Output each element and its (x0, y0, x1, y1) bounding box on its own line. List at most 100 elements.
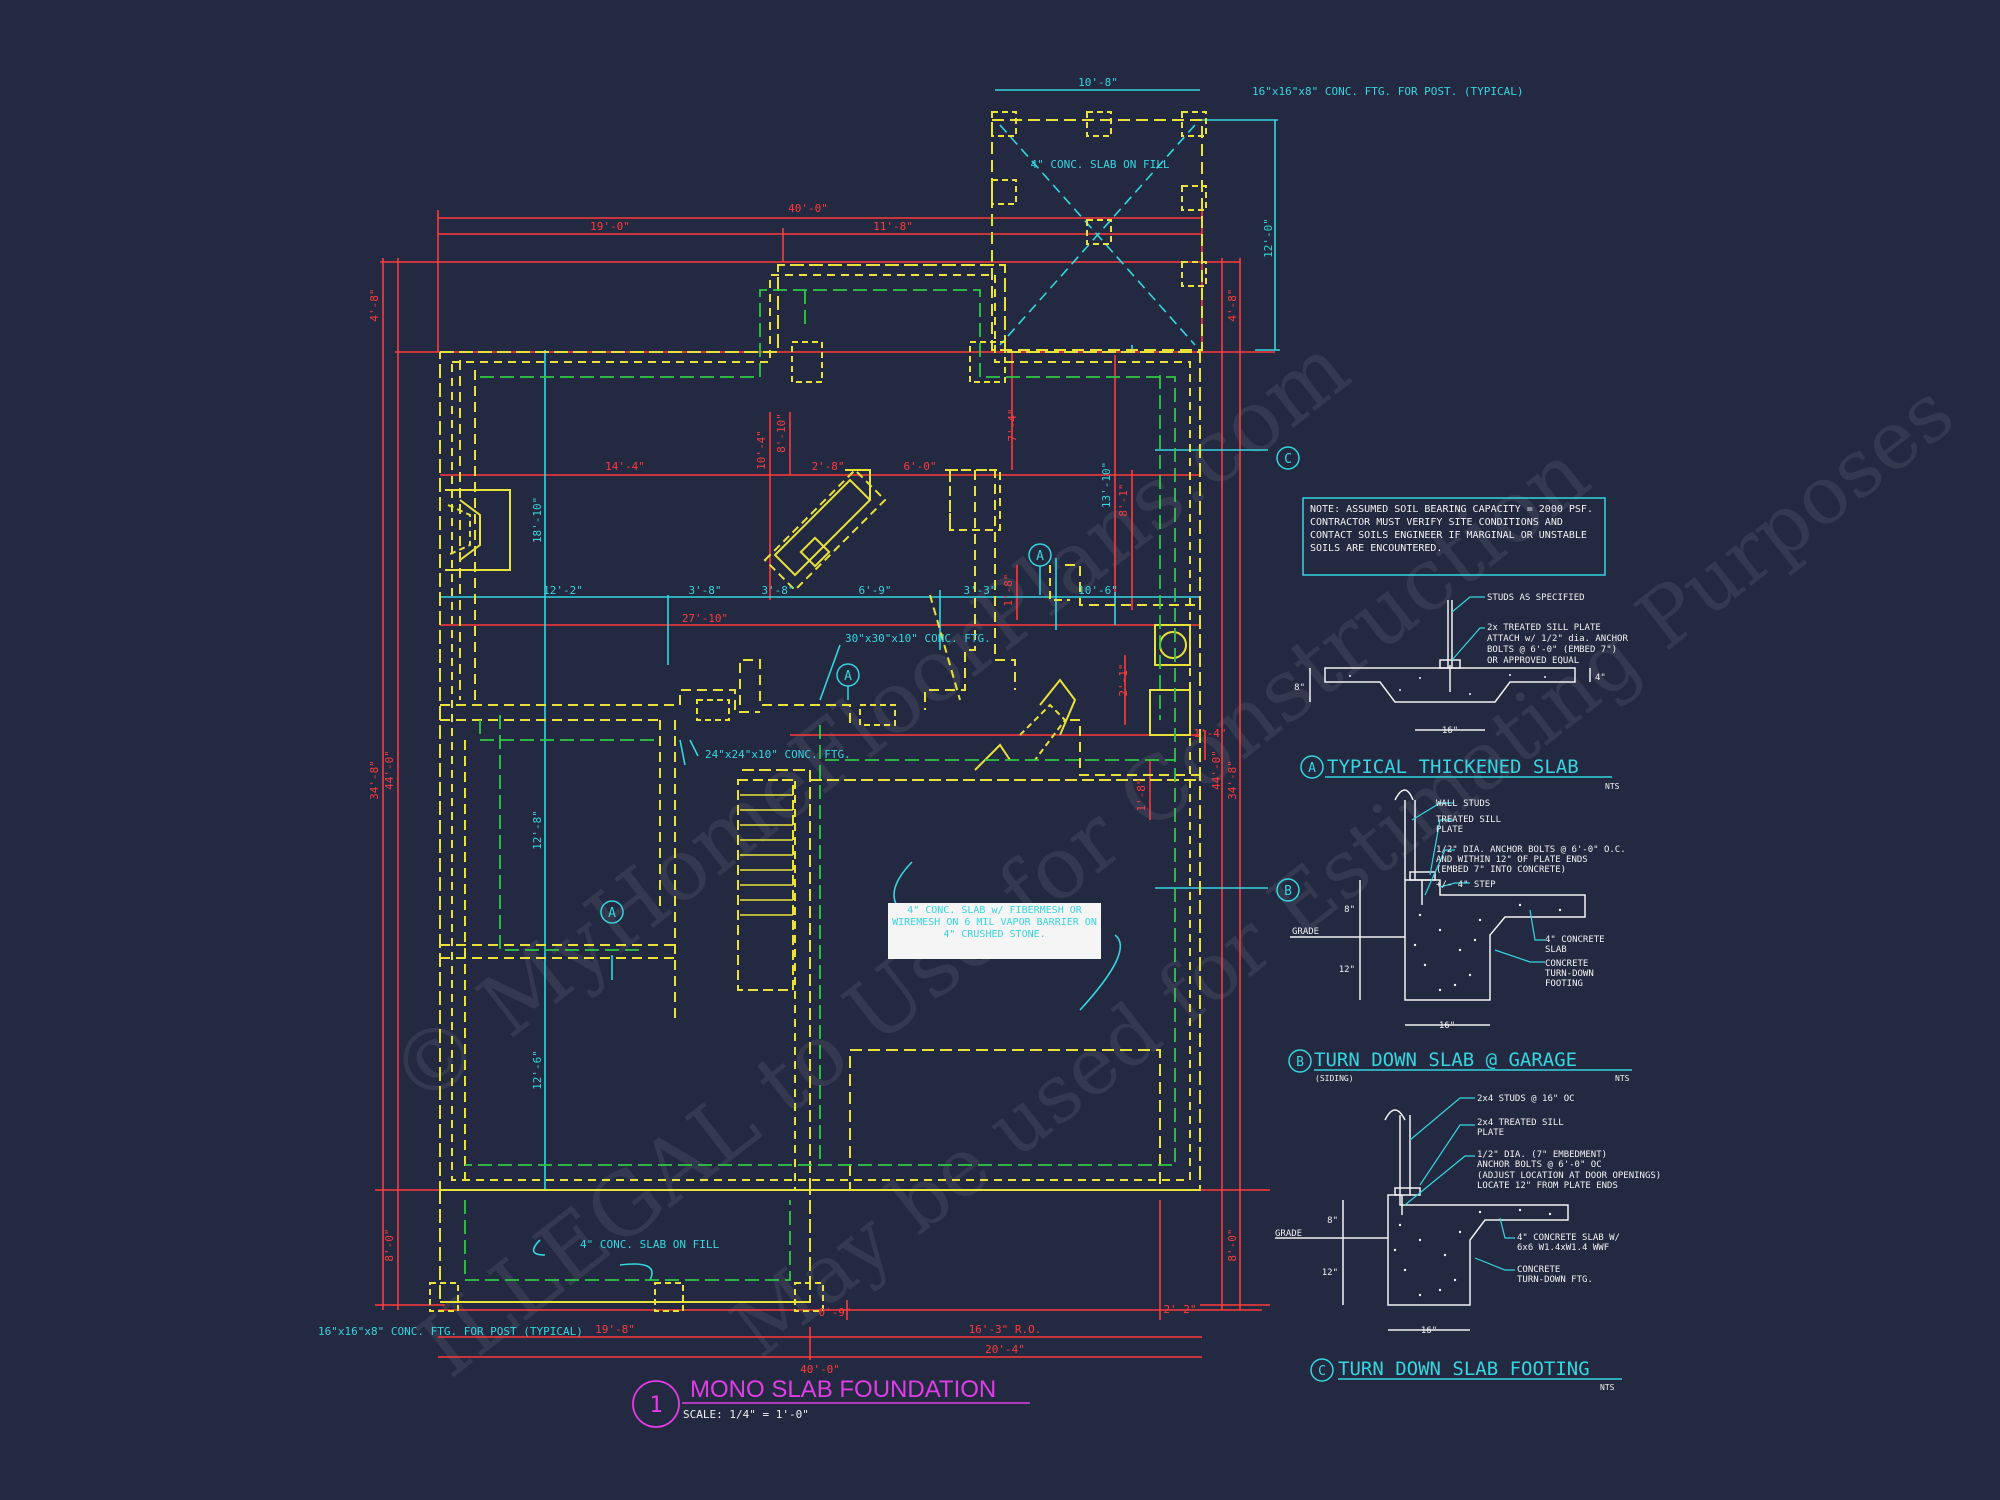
detail-b-note-8: SLAB (1545, 945, 1567, 955)
dim-row-27: 27'-10" (682, 612, 728, 625)
soil-note-text: NOTE: ASSUMED SOIL BEARING CAPACITY = 20… (1310, 504, 1593, 554)
detail-c-note-3: 1/2" DIA. (7" EMBEDMENT) (1477, 1150, 1607, 1160)
marker-a-1: A (1036, 549, 1044, 564)
dim-right-lower: 8'-0" (1226, 1228, 1239, 1261)
detail-c-note-2: PLATE (1477, 1128, 1504, 1138)
detail-a-dim-4: 4" (1595, 673, 1606, 683)
stair-treads (740, 794, 793, 916)
note-porch-slab: 4" CONC. SLAB ON FILL (1030, 158, 1169, 171)
dim-v-13-10: 13'-10" (1100, 462, 1113, 508)
foundation-walls (439, 119, 1203, 1303)
main-slab-note: 4" CONC. SLAB w/ FIBERMESH OR WIREMESH O… (888, 903, 1101, 959)
detail-c-letter: C (1318, 1364, 1326, 1379)
dim-v-10-4: 10'-4" (755, 430, 768, 470)
detail-b-grade: GRADE (1292, 927, 1319, 937)
note-post-ftg-bottom: 16"x16"x8" CONC. FTG. FOR POST (TYPICAL) (318, 1325, 583, 1338)
dim-v-12-8: 12'-8" (531, 810, 544, 850)
dim-v-2-1: 2'-1" (1117, 663, 1130, 696)
dim-bottom-40: 40'-0" (800, 1363, 840, 1376)
dim-v-12-6: 12'-6" (531, 1050, 544, 1090)
note-slab-fill-bottom: 4" CONC. SLAB ON FILL (580, 1238, 719, 1251)
detail-a-note-2: ATTACH w/ 1/2" dia. ANCHOR (1487, 634, 1628, 644)
dim-overall-top: 40'-0" (788, 202, 828, 215)
dim-bottom-19: 19'-8" (595, 1323, 635, 1336)
dim-v-2-3: 1'-8" (1002, 573, 1015, 606)
dim-mid-6: 6'-0" (903, 460, 936, 473)
detail-a-note-0: STUDS AS SPECIFIED (1487, 593, 1585, 603)
detail-b: WALL STUDS TREATED SILL PLATE 1/2" DIA. … (1288, 789, 1632, 1083)
detail-c-note-5: (ADJUST LOCATION AT DOOR OPENINGS) (1477, 1171, 1661, 1181)
dim-v-8-1: 8'-1" (1117, 483, 1130, 516)
detail-c-note-7: 4" CONCRETE SLAB W/ (1517, 1233, 1620, 1243)
dim-v-1-8: 1'-8" (1135, 778, 1148, 811)
dim-bottom-16: 16'-3" R.O. (969, 1323, 1042, 1336)
note-ftg-30: 30"x30"x10" CONC. FTG. (845, 632, 991, 645)
detail-c-grade: GRADE (1275, 1229, 1302, 1239)
dim-right-44: 44'-0" (1210, 750, 1223, 790)
detail-a-note-1: 2x TREATED SILL PLATE (1487, 623, 1601, 633)
detail-a: STUDS AS SPECIFIED 2x TREATED SILL PLATE… (1294, 593, 1628, 791)
detail-b-dim-16: 16" (1439, 1021, 1455, 1031)
detail-c-note-4: ANCHOR BOLTS @ 6'-0" OC (1477, 1160, 1602, 1170)
drawing-scale: SCALE: 1/4" = 1'-0" (683, 1408, 809, 1421)
detail-c-dim-16: 16" (1421, 1326, 1437, 1336)
detail-b-note-1: TREATED SILL (1436, 815, 1501, 825)
marker-a-3: A (608, 906, 616, 921)
dim-row-3-8b: 3'-8" (761, 584, 794, 597)
dim-porch-depth: 12'-0" (1262, 218, 1275, 258)
slab-inner-edges (464, 289, 1176, 1281)
dim-mid-14: 14'-4" (605, 460, 645, 473)
detail-a-note-3: BOLTS @ 6'-0" (EMBED 7") (1487, 645, 1617, 655)
marker-b: B (1284, 884, 1292, 899)
dim-v-7-4: 7'-4" (1006, 408, 1019, 441)
detail-c-note-0: 2x4 STUDS @ 16" OC (1477, 1094, 1575, 1104)
detail-b-note-3: 1/2" DIA. ANCHOR BOLTS @ 6'-0" O.C. (1436, 845, 1626, 855)
marker-a-2: A (844, 669, 852, 684)
dim-porch-width: 10'-8" (1078, 76, 1118, 89)
dim-row-3-8a: 3'-8" (688, 584, 721, 597)
detail-b-nts: NTS (1615, 1074, 1630, 1083)
dim-right-top: 11'-8" (873, 220, 913, 233)
main-slab-text: 4" CONC. SLAB w/ FIBERMESH OR WIREMESH O… (892, 905, 1097, 940)
detail-c: 2x4 STUDS @ 16" OC 2x4 TREATED SILL PLAT… (1275, 1094, 1661, 1392)
detail-c-dim-8: 8" (1327, 1216, 1338, 1226)
dim-left-lower: 8'-0" (383, 1228, 396, 1261)
dim-right-overall: 34'-8" (1226, 760, 1239, 800)
dim-bottom-2: 2'-2" (1163, 1303, 1196, 1316)
dim-right-upper: 4'-8" (1226, 288, 1239, 321)
dim-bottom-0-9: 0'-9" (818, 1306, 851, 1319)
detail-b-note-11: FOOTING (1545, 979, 1583, 989)
detail-c-note-1: 2x4 TREATED SILL (1477, 1118, 1564, 1128)
dim-bottom-20: 20'-4" (985, 1343, 1025, 1356)
note-post-ftg-top: 16"x16"x8" CONC. FTG. FOR POST. (TYPICAL… (1252, 85, 1524, 98)
detail-a-letter: A (1308, 761, 1316, 776)
detail-c-dim-12: 12" (1322, 1268, 1338, 1278)
detail-c-note-6: LOCATE 12" FROM PLATE ENDS (1477, 1181, 1618, 1191)
dim-row-10-6: 10'-6" (1078, 584, 1118, 597)
dim-left-upper: 4'-8" (368, 288, 381, 321)
drawing-title: MONO SLAB FOUNDATION (690, 1376, 996, 1403)
detail-a-dim-16: 16" (1442, 726, 1458, 736)
dim-row-12-2: 12'-2" (543, 584, 583, 597)
red-dimension-labels: 40'-0" 19'-0" 11'-8" 14'-4" 2'-8" 6'-0" … (368, 202, 1239, 1376)
detail-b-note-0: WALL STUDS (1436, 799, 1490, 809)
dim-mid-2-8: 2'-8" (811, 460, 844, 473)
detail-b-letter: B (1296, 1055, 1304, 1070)
detail-b-dim-8: 8" (1344, 905, 1355, 915)
watermark: © MyHomeFloorPlans.com ILLEGAL to Use fo… (371, 318, 1970, 1397)
detail-a-nts: NTS (1605, 782, 1620, 791)
detail-b-note-9: CONCRETE (1545, 959, 1588, 969)
detail-b-note-5: (EMBED 7" INTO CONCRETE) (1436, 865, 1566, 875)
detail-c-note-9: CONCRETE (1517, 1265, 1560, 1275)
post-footings (429, 111, 1207, 1312)
detail-b-note-6: +/- 4" STEP (1436, 880, 1496, 890)
detail-b-note-7: 4" CONCRETE (1545, 935, 1605, 945)
detail-a-dim-8: 8" (1294, 683, 1305, 693)
detail-c-nts: NTS (1600, 1383, 1615, 1392)
section-markers (600, 446, 1300, 924)
dim-v-1-4: 1'-4" (1193, 727, 1226, 740)
detail-b-title: TURN DOWN SLAB @ GARAGE (1314, 1049, 1577, 1071)
cyan-dimension-labels: 10'-8" 12'-0" 12'-2" 3'-8" 3'-8" 6'-9" 3… (531, 76, 1275, 1090)
detail-c-note-8: 6x6 W1.4xW1.4 WWF (1517, 1243, 1609, 1253)
